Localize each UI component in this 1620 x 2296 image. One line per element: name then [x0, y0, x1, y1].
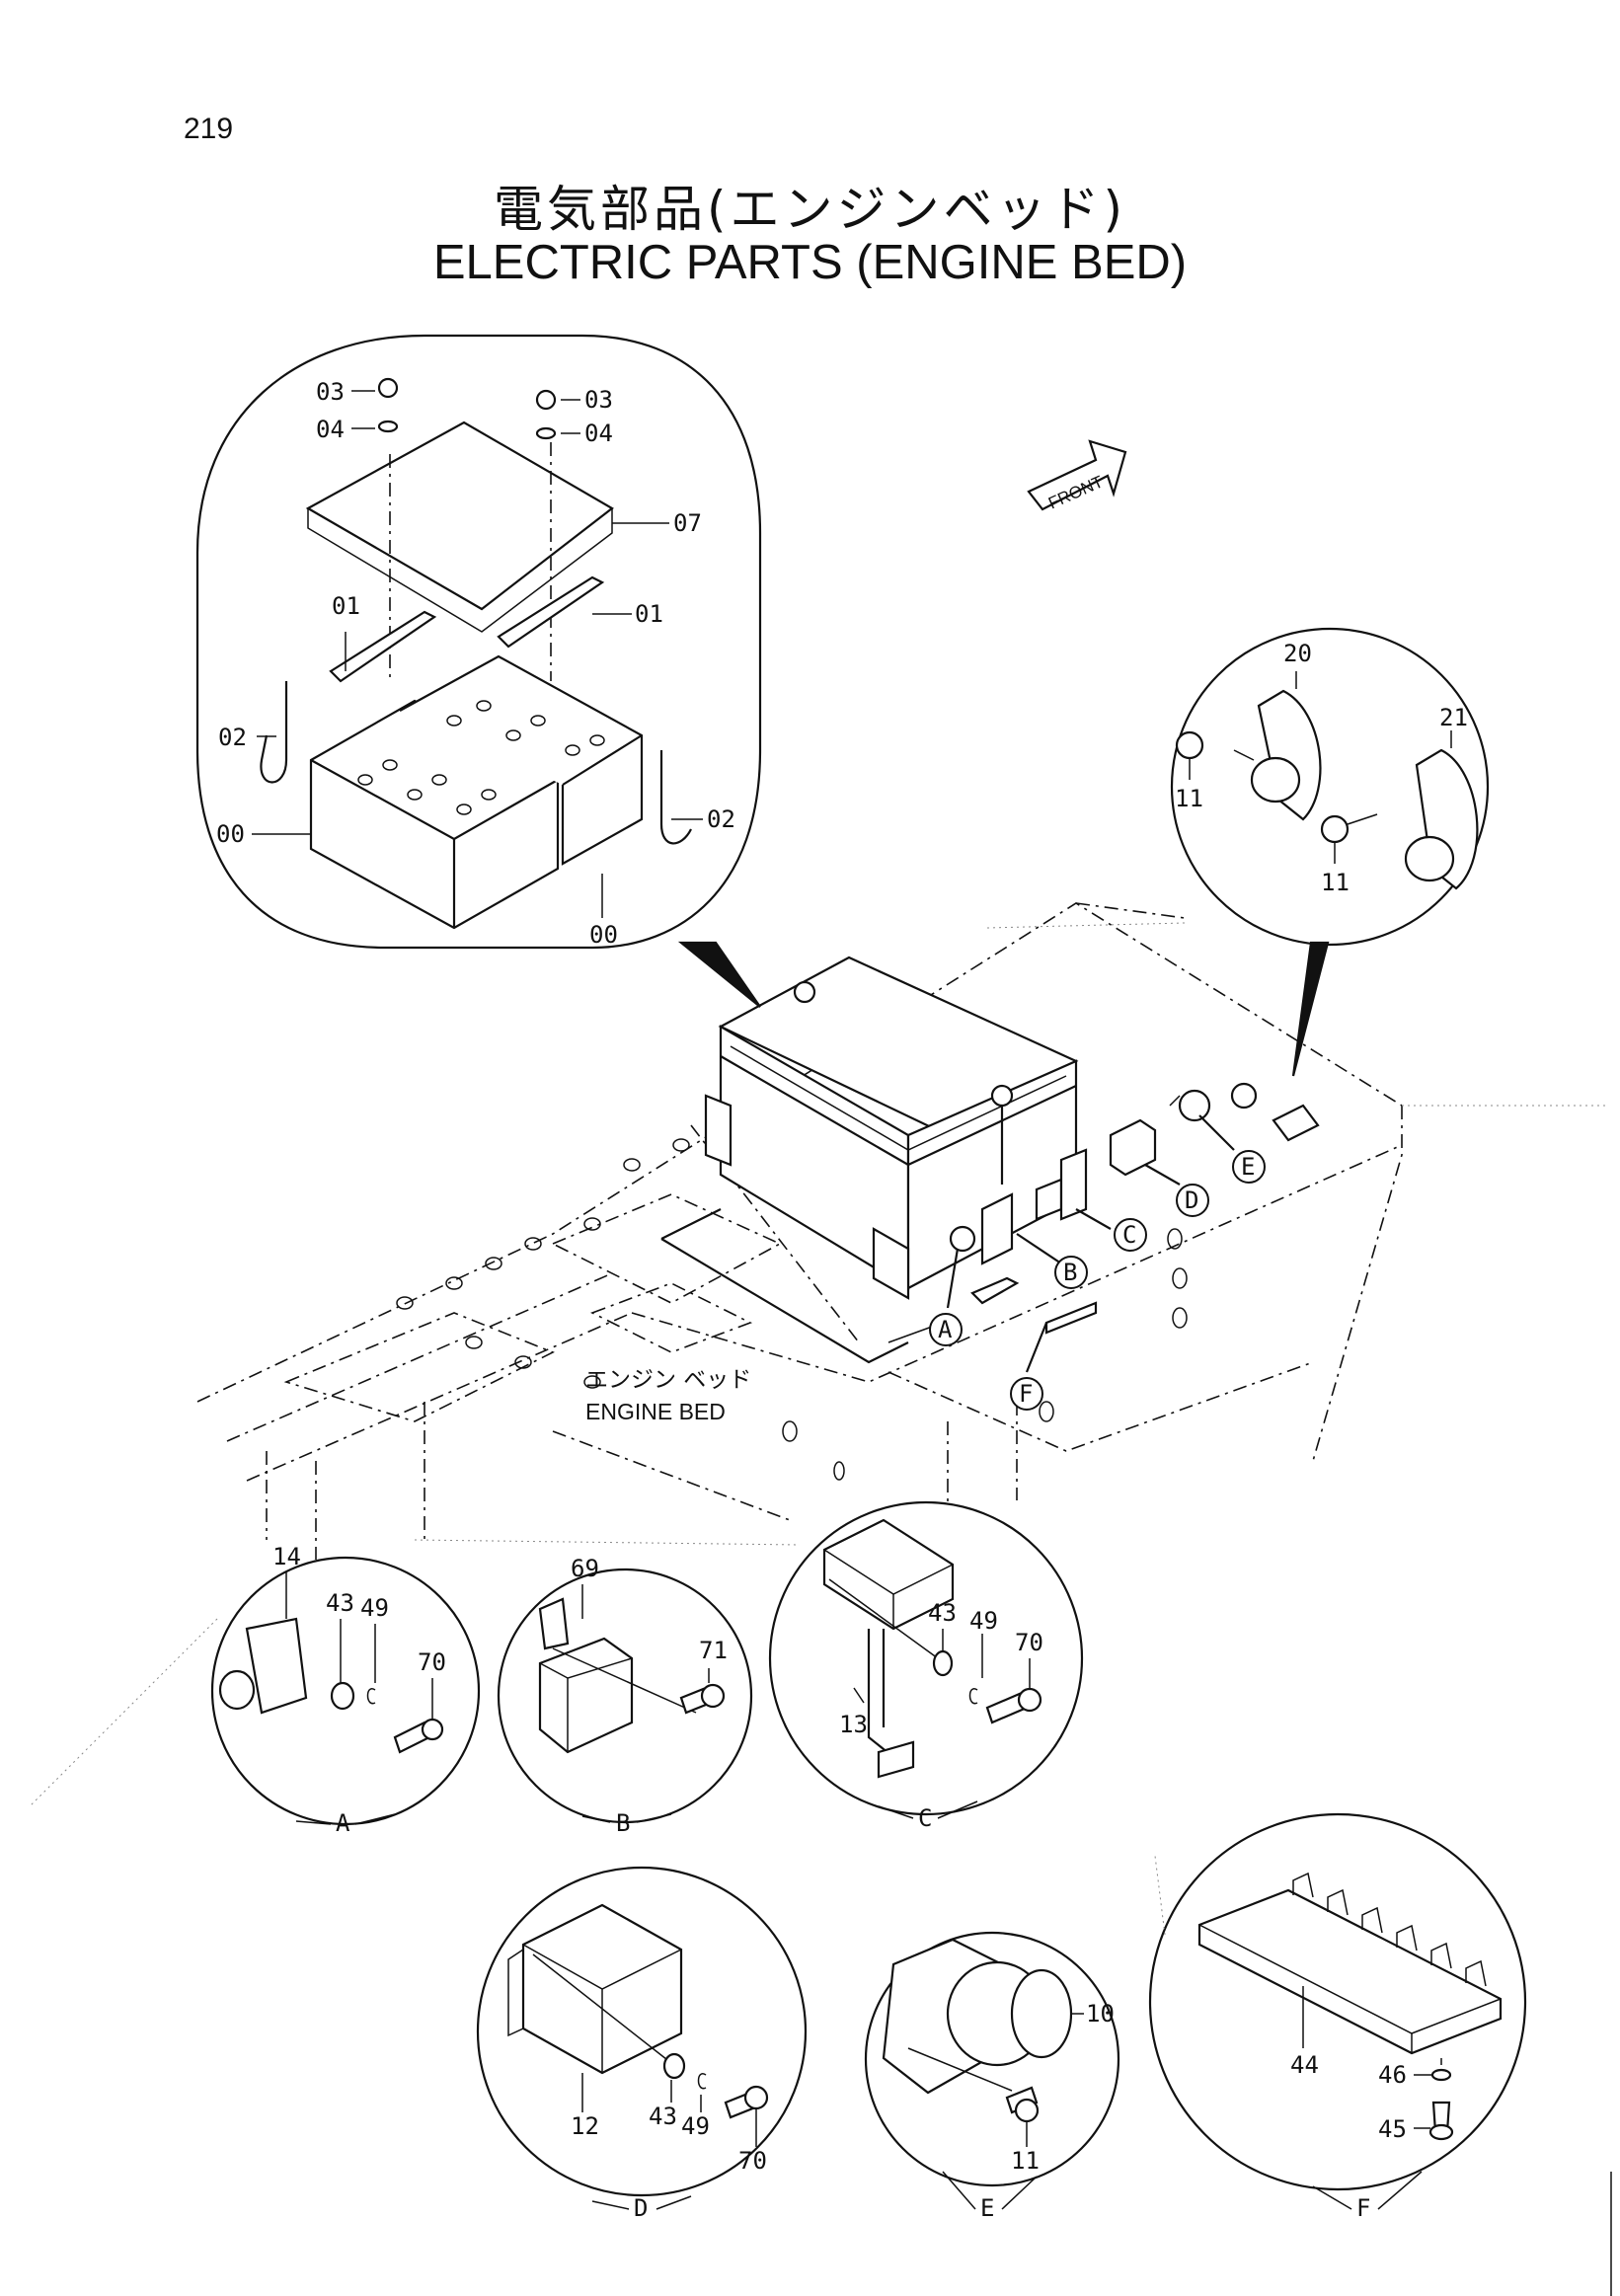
- title-japanese: 電気部品(エンジンベッド): [493, 181, 1126, 238]
- location-markers: A B C D E F: [929, 1150, 1266, 1411]
- callout-10: 10: [1086, 2000, 1115, 2028]
- detail-view-d: 12 43 49 70 D: [476, 1866, 808, 2222]
- callout-01: 01: [332, 592, 360, 620]
- callout-69: 69: [571, 1555, 599, 1582]
- callout-00: 00: [589, 921, 618, 949]
- detail-view-b: 69 71 B: [497, 1555, 753, 1837]
- callout-02: 02: [707, 805, 735, 833]
- detail-view-a: 14 43 49 70 A: [29, 1543, 481, 1837]
- callout-14: 14: [272, 1543, 301, 1570]
- callout-00: 00: [216, 820, 245, 848]
- detail-b-label: B: [616, 1809, 630, 1837]
- callout-07: 07: [673, 509, 702, 537]
- marker-e: E: [1232, 1150, 1266, 1184]
- callout-label: D: [1185, 1186, 1198, 1214]
- battery-detail-bubble: 03 04 03 04 07 01 01 02 02 00 00: [195, 334, 762, 1008]
- callout-43: 43: [928, 1599, 957, 1627]
- title-english: ELECTRIC PARTS (ENGINE BED): [432, 236, 1188, 289]
- callout-20: 20: [1283, 640, 1312, 667]
- callout-12: 12: [571, 2112, 599, 2140]
- marker-leaders: [946, 1114, 1235, 1373]
- callout-13: 13: [839, 1711, 868, 1738]
- callout-71: 71: [699, 1637, 728, 1664]
- front-arrow: FRONT: [1027, 439, 1127, 512]
- callout-label: E: [1241, 1153, 1255, 1181]
- callout-11: 11: [1011, 2147, 1040, 2175]
- callout-label: C: [1122, 1221, 1136, 1249]
- callout-04: 04: [316, 416, 345, 443]
- callout-11: 11: [1175, 785, 1203, 812]
- marker-f: F: [1010, 1377, 1043, 1411]
- page-number: 219: [184, 113, 234, 145]
- detail-view-c: 43 49 70 13 C: [768, 1500, 1084, 1832]
- callout-49: 49: [360, 1594, 389, 1622]
- callout-11: 11: [1321, 869, 1350, 896]
- detail-view-e: 10 11 E: [864, 1931, 1120, 2222]
- engine-bed-label-jp: エンジン ベッド: [585, 1367, 751, 1393]
- marker-c: C: [1114, 1218, 1147, 1252]
- detail-a-label: A: [336, 1809, 350, 1837]
- callout-46: 46: [1378, 2061, 1407, 2089]
- callout-01: 01: [635, 600, 663, 628]
- callout-49: 49: [969, 1607, 998, 1635]
- callout-label: A: [938, 1316, 953, 1343]
- callout-70: 70: [418, 1648, 446, 1676]
- callout-44: 44: [1290, 2051, 1319, 2079]
- detail-label-ticks: [295, 1800, 1423, 2210]
- marker-a: A: [929, 1313, 963, 1346]
- callout-label: B: [1063, 1259, 1077, 1286]
- engine-bed-frame: [196, 902, 1609, 1560]
- callout-70: 70: [738, 2147, 767, 2175]
- callout-02: 02: [218, 724, 247, 751]
- callout-03: 03: [316, 378, 345, 406]
- callout-45: 45: [1378, 2115, 1407, 2143]
- callout-43: 43: [649, 2103, 677, 2130]
- engine-bed-label-en: ENGINE BED: [585, 1399, 726, 1424]
- detail-view-f: 44 46 45 F: [1148, 1812, 1527, 2222]
- callout-04: 04: [584, 420, 613, 447]
- horn-detail-circle: 20 21 11 11: [1170, 627, 1490, 1077]
- detail-c-label: C: [918, 1804, 932, 1832]
- detail-d-label: D: [634, 2194, 648, 2222]
- callout-43: 43: [326, 1589, 354, 1617]
- detail-f-label: F: [1356, 2194, 1370, 2222]
- callout-21: 21: [1439, 704, 1468, 731]
- marker-b: B: [1054, 1256, 1088, 1289]
- marker-d: D: [1176, 1184, 1209, 1217]
- bed-components: [949, 1082, 1320, 1335]
- callout-label: F: [1019, 1380, 1033, 1408]
- callout-49: 49: [681, 2112, 710, 2140]
- callout-03: 03: [584, 386, 613, 414]
- callout-70: 70: [1015, 1629, 1043, 1656]
- detail-e-label: E: [980, 2194, 994, 2222]
- battery-box: [660, 956, 1079, 1364]
